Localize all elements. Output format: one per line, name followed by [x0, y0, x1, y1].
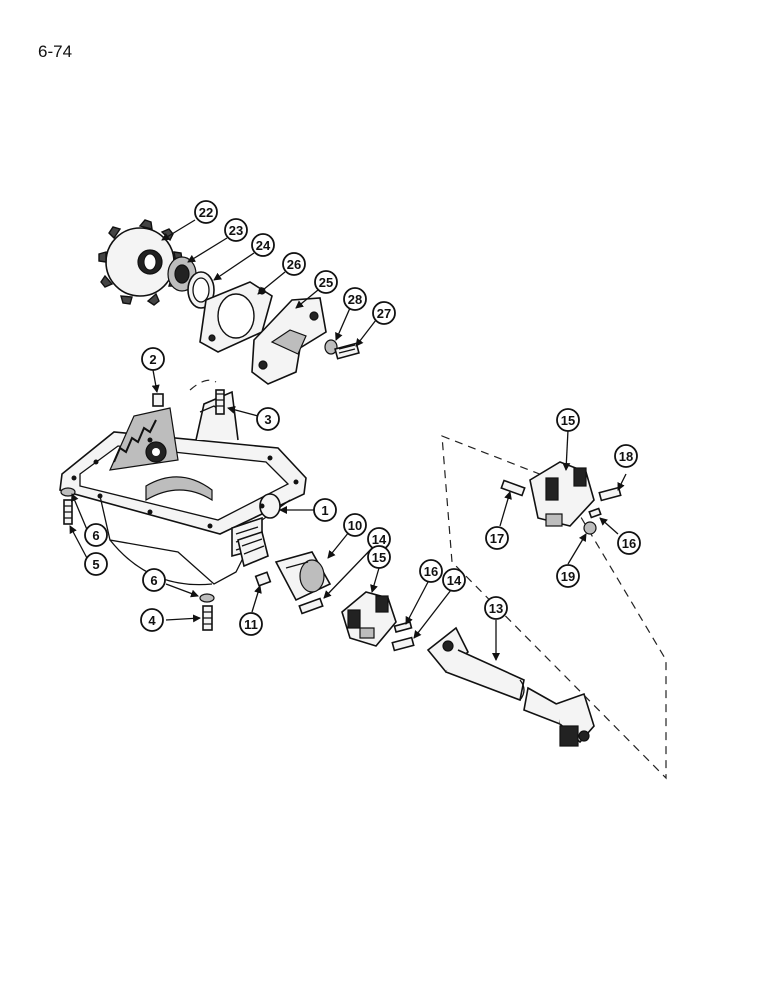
- svg-text:17: 17: [490, 531, 504, 546]
- housing-plug: [152, 393, 164, 407]
- callout-14-right: 14: [442, 568, 466, 592]
- callout-26: 26: [282, 252, 306, 276]
- housing-bolt-left: [63, 499, 73, 525]
- callout-6-lower: 6: [142, 568, 166, 592]
- svg-text:2: 2: [149, 352, 156, 367]
- svg-text:16: 16: [424, 564, 438, 579]
- svg-text:18: 18: [619, 449, 633, 464]
- housing-bolt-top: [215, 389, 225, 415]
- svg-text:16: 16: [622, 536, 636, 551]
- lower-washer: [199, 593, 215, 603]
- callout-24: 24: [251, 233, 275, 257]
- callout-15-left: 15: [367, 545, 391, 569]
- yoke-bolt: [298, 597, 324, 615]
- callout-6-upper: 6: [84, 523, 108, 547]
- svg-text:6: 6: [92, 528, 99, 543]
- svg-text:13: 13: [489, 601, 503, 616]
- yoke: [274, 551, 332, 602]
- pinion-gear: [98, 219, 183, 306]
- callout-5: 5: [84, 552, 108, 576]
- retainer-bolt: [334, 342, 360, 360]
- callout-22: 22: [194, 200, 218, 224]
- bearing-retainer: [251, 297, 327, 385]
- ujoint-bolt-right-17: [500, 479, 526, 497]
- ujoint-bolt-left: [393, 621, 413, 633]
- callout-3: 3: [256, 407, 280, 431]
- svg-text:14: 14: [447, 573, 462, 588]
- svg-text:27: 27: [377, 306, 391, 321]
- lower-bolt: [202, 605, 213, 631]
- callout-28: 28: [343, 287, 367, 311]
- callout-1: 1: [313, 498, 337, 522]
- callout-14-left: 14: [367, 527, 391, 551]
- callout-23: 23: [224, 218, 248, 242]
- svg-text:22: 22: [199, 205, 213, 220]
- callout-16-right: 16: [617, 531, 641, 555]
- svg-text:5: 5: [92, 557, 99, 572]
- lock-washer: [324, 339, 338, 355]
- ujoint-bolt-left-2: [391, 636, 415, 652]
- svg-text:19: 19: [561, 569, 575, 584]
- svg-text:6: 6: [150, 573, 157, 588]
- drive-shaft: [426, 626, 595, 747]
- ujoint-fitting-right: [588, 507, 602, 519]
- svg-text:1: 1: [321, 503, 328, 518]
- ujoint-bolt-right-18: [598, 486, 622, 502]
- callout-13: 13: [484, 596, 508, 620]
- callout-19: 19: [556, 564, 580, 588]
- ujoint-nut-right: [583, 521, 597, 535]
- callout-18: 18: [614, 444, 638, 468]
- callout-11: 11: [239, 612, 263, 636]
- svg-text:3: 3: [264, 412, 271, 427]
- callout-15-right: 15: [556, 408, 580, 432]
- svg-text:14: 14: [372, 532, 387, 547]
- callout-2: 2: [141, 347, 165, 371]
- callout-4: 4: [140, 608, 164, 632]
- callout-17: 17: [485, 526, 509, 550]
- callout-leaders: [69, 219, 627, 661]
- callout-10: 10: [343, 513, 367, 537]
- callout-16-left: 16: [419, 559, 443, 583]
- svg-text:23: 23: [229, 223, 243, 238]
- drain-plug: [254, 571, 272, 587]
- svg-text:4: 4: [148, 613, 156, 628]
- callout-27: 27: [372, 301, 396, 325]
- svg-text:25: 25: [319, 275, 333, 290]
- svg-text:10: 10: [348, 518, 362, 533]
- svg-text:11: 11: [244, 617, 258, 632]
- callout-25: 25: [314, 270, 338, 294]
- universal-joint-left: [341, 591, 397, 647]
- universal-joint-right: [529, 461, 595, 527]
- svg-text:15: 15: [372, 550, 386, 565]
- svg-text:15: 15: [561, 413, 575, 428]
- svg-text:26: 26: [287, 257, 301, 272]
- svg-text:28: 28: [348, 292, 362, 307]
- svg-text:24: 24: [256, 238, 271, 253]
- page-number: 6-74: [38, 42, 73, 61]
- input-shaft: [237, 530, 269, 568]
